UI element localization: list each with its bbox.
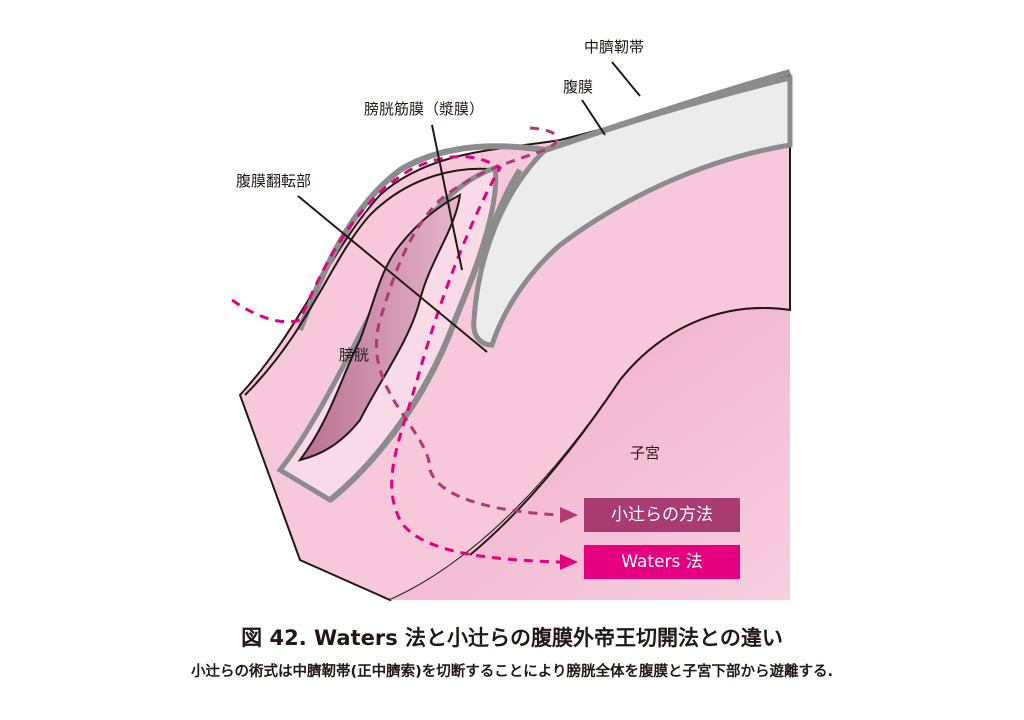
legend-waters-method: Waters 法 <box>584 545 740 579</box>
leader-peritoneal-reflection <box>297 195 488 353</box>
leader-peritoneum <box>581 99 606 136</box>
uterus-outline <box>469 307 791 556</box>
waters-arrowhead <box>560 554 578 570</box>
waters-dashed-path <box>231 155 561 564</box>
extraperitoneal-space <box>471 74 793 348</box>
label-peritoneum: 腹膜 <box>563 78 594 96</box>
figure-title: 図 42. Waters 法と小辻らの腹膜外帝王切開法との違い <box>241 626 783 650</box>
leader-vesical-fascia <box>431 124 463 271</box>
label-peritoneal-reflection: 腹膜翻転部 <box>236 172 312 190</box>
ogiri-dashed-path <box>374 126 561 517</box>
label-vesical-fascia: 膀胱筋膜（漿膜） <box>364 100 485 118</box>
leader-median-umbilical <box>611 61 641 97</box>
bladder-lumen <box>297 193 462 462</box>
label-median-umbilical-ligament: 中臍靭帯 <box>584 38 645 56</box>
inner-peritoneum-line <box>244 167 501 396</box>
label-uterus: 子宮 <box>630 444 661 462</box>
vesical-fascia-line <box>328 168 523 503</box>
label-bladder: 膀胱 <box>339 346 370 364</box>
legend-ogiri-method: 小辻らの方法 <box>584 498 740 532</box>
ogiri-arrowhead <box>560 507 578 523</box>
figure-caption: 小辻らの術式は中臍靭帯(正中臍索)を切断することにより膀胱全体を腹膜と子宮下部か… <box>191 664 833 680</box>
